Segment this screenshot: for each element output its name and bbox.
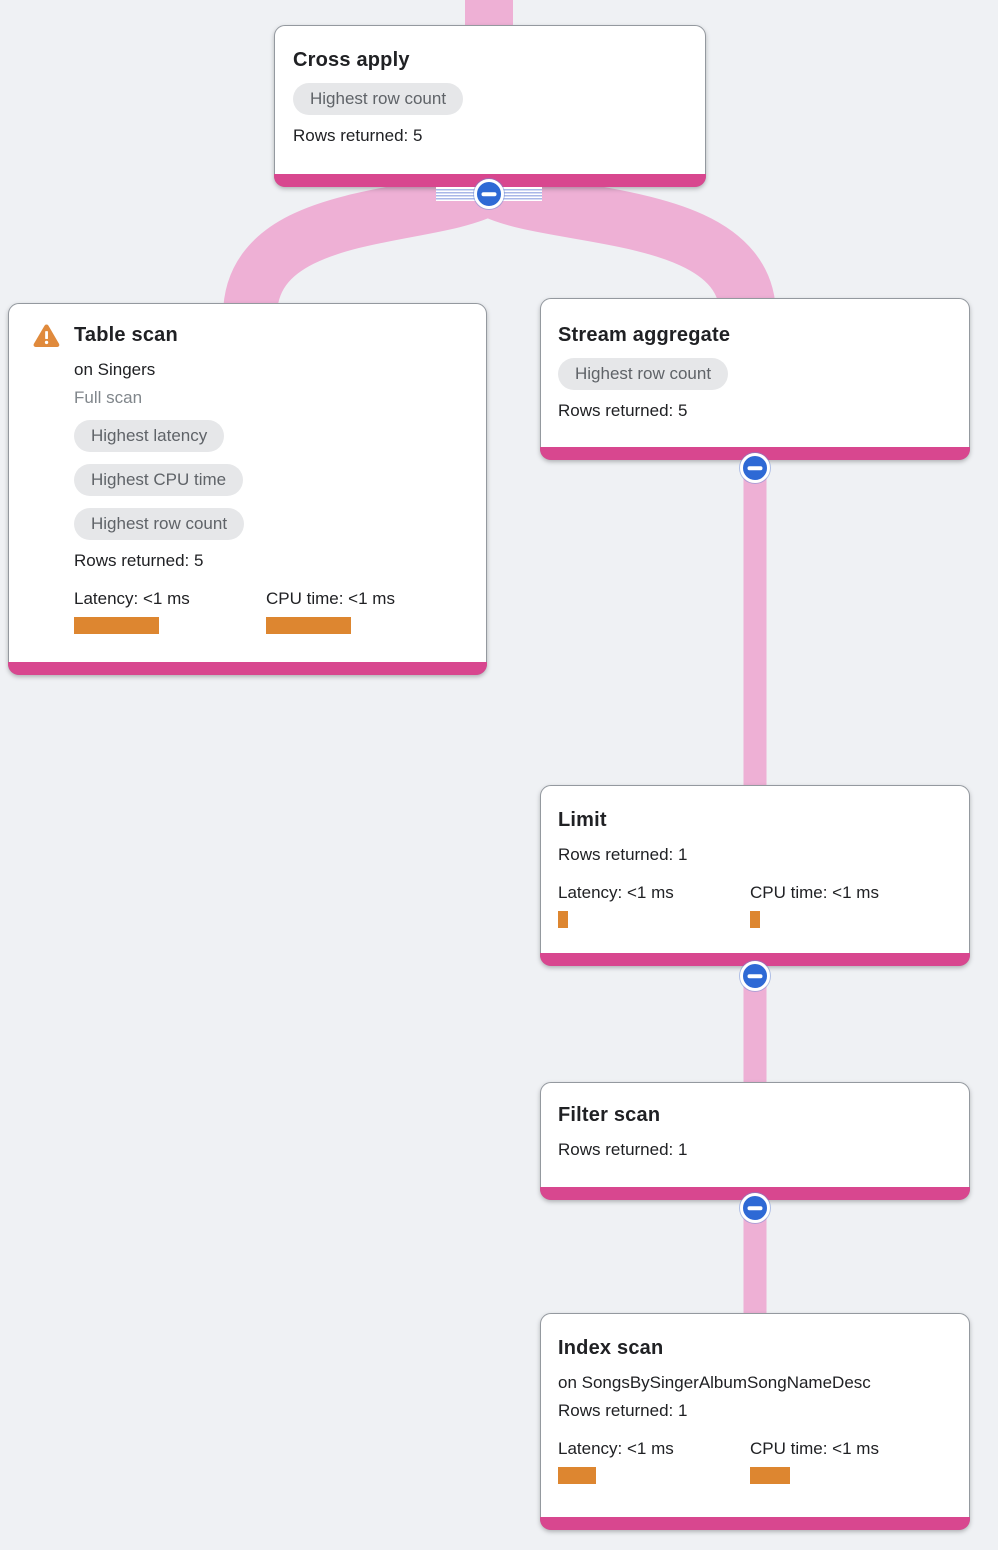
node-stream-aggregate[interactable]: Stream aggregate Highest row count Rows … xyxy=(540,298,970,460)
collapse-button-filter-scan[interactable] xyxy=(740,1193,770,1223)
node-filter-scan[interactable]: Filter scan Rows returned: 1 xyxy=(540,1082,970,1200)
node-title: Index scan xyxy=(558,1337,664,1359)
latency-label: Latency: <1 ms xyxy=(558,883,674,902)
cpu-time-label: CPU time: <1 ms xyxy=(266,589,395,608)
badge-highest-row-count: Highest row count xyxy=(293,83,464,115)
badge-highest-latency: Highest latency xyxy=(74,420,225,452)
latency-label: Latency: <1 ms xyxy=(558,1439,674,1458)
node-table-scan[interactable]: Table scan on Singers Full scan Highest … xyxy=(8,303,487,675)
cpu-time-bar xyxy=(750,1467,790,1484)
latency-bar xyxy=(558,911,568,928)
minus-icon xyxy=(747,466,763,470)
scan-target: on SongsBySingerAlbumSongNameDesc xyxy=(558,1373,871,1392)
latency-bar xyxy=(558,1467,596,1484)
latency-metric: Latency: <1 ms xyxy=(558,880,750,928)
cpu-time-metric: CPU time: <1 ms xyxy=(266,586,458,634)
scan-target: on Singers xyxy=(74,360,156,379)
node-accent-bar xyxy=(540,1517,970,1530)
collapse-button-cross-apply[interactable] xyxy=(474,179,504,209)
rows-returned: Rows returned: 5 xyxy=(293,126,423,145)
collapse-button-stream-aggregate[interactable] xyxy=(740,453,770,483)
cpu-time-label: CPU time: <1 ms xyxy=(750,883,879,902)
cpu-time-metric: CPU time: <1 ms xyxy=(750,1436,942,1484)
node-title: Filter scan xyxy=(558,1104,661,1126)
minus-icon xyxy=(481,192,497,196)
edge-cross-apply-to-table-scan xyxy=(223,163,503,319)
rows-returned: Rows returned: 1 xyxy=(558,845,688,864)
node-index-scan[interactable]: Index scan on SongsBySingerAlbumSongName… xyxy=(540,1313,970,1530)
rows-returned: Rows returned: 1 xyxy=(558,1140,688,1159)
cpu-time-metric: CPU time: <1 ms xyxy=(750,880,942,928)
rows-returned: Rows returned: 5 xyxy=(558,401,688,420)
badge-highest-row-count: Highest row count xyxy=(74,508,245,540)
badge-highest-cpu-time: Highest CPU time xyxy=(74,464,244,496)
latency-label: Latency: <1 ms xyxy=(74,589,190,608)
cpu-time-bar xyxy=(266,617,351,634)
scan-type: Full scan xyxy=(74,388,143,407)
node-accent-bar xyxy=(8,662,487,675)
node-accent-bar xyxy=(540,953,970,966)
cpu-time-bar xyxy=(750,911,760,928)
edge-cross-apply-to-stream-aggregate xyxy=(475,162,776,319)
collapse-button-limit[interactable] xyxy=(740,961,770,991)
node-title: Cross apply xyxy=(293,49,410,71)
rows-returned: Rows returned: 5 xyxy=(74,551,204,570)
node-title: Limit xyxy=(558,809,607,831)
badge-highest-row-count: Highest row count xyxy=(558,358,729,390)
minus-icon xyxy=(747,1206,763,1210)
node-cross-apply[interactable]: Cross apply Highest row count Rows retur… xyxy=(274,25,706,187)
latency-bar xyxy=(74,617,159,634)
node-limit[interactable]: Limit Rows returned: 1 Latency: <1 ms CP… xyxy=(540,785,970,966)
latency-metric: Latency: <1 ms xyxy=(558,1436,750,1484)
warning-icon xyxy=(33,324,60,348)
node-title: Stream aggregate xyxy=(558,324,731,346)
minus-icon xyxy=(747,974,763,978)
latency-metric: Latency: <1 ms xyxy=(74,586,266,634)
rows-returned: Rows returned: 1 xyxy=(558,1401,688,1420)
node-title: Table scan xyxy=(74,324,178,346)
cpu-time-label: CPU time: <1 ms xyxy=(750,1439,879,1458)
